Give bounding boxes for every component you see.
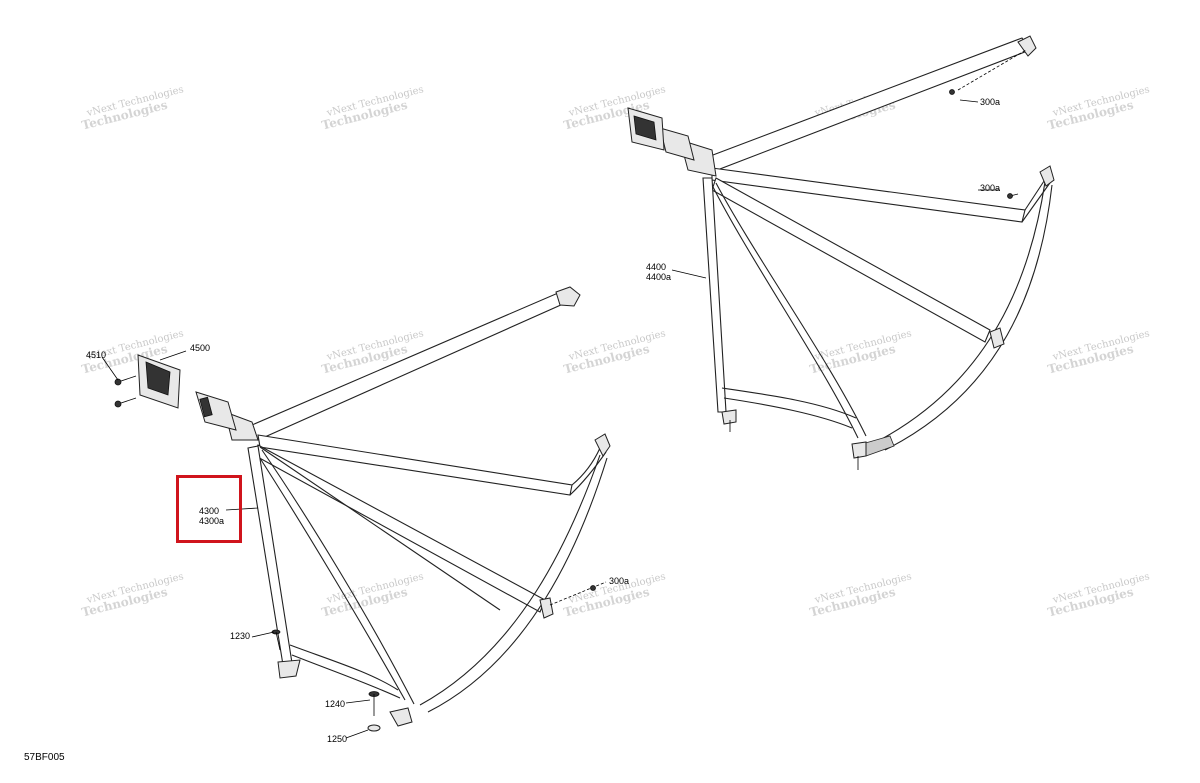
callout-leaders	[101, 99, 1000, 739]
buckle	[195, 391, 237, 431]
callout-4400[interactable]: 4400	[646, 262, 666, 272]
screw-4510-upper	[114, 375, 137, 386]
callout-4510[interactable]: 4510	[86, 350, 106, 360]
cross-strap	[257, 434, 573, 496]
callout-1230[interactable]: 1230	[230, 631, 250, 641]
callout-300a-left[interactable]: 300a	[609, 576, 629, 586]
buckle	[659, 127, 695, 161]
anchor-bottom	[851, 441, 867, 459]
shoulder-strap	[251, 289, 573, 441]
anchor-mid-right	[989, 327, 1005, 349]
right-harness-assembly	[627, 35, 1055, 470]
anchor-bottom-left	[277, 659, 301, 679]
bolt-1240	[368, 691, 380, 716]
callout-1250[interactable]: 1250	[327, 734, 347, 744]
anchor-bottom	[389, 707, 413, 727]
callout-4300[interactable]: 4300	[199, 506, 219, 516]
callout-1240[interactable]: 1240	[325, 699, 345, 709]
anchor-lower-right	[539, 597, 554, 619]
callout-300a-mid[interactable]: 300a	[980, 183, 1000, 193]
washer-1250	[367, 724, 381, 732]
lap-strap-left	[247, 445, 293, 666]
callout-300a-top[interactable]: 300a	[980, 97, 1000, 107]
lap-strap-left	[702, 177, 727, 413]
callout-4500[interactable]: 4500	[190, 343, 210, 353]
bolt-1230	[271, 629, 281, 651]
anchor-upper-right	[555, 286, 581, 307]
anchor-mid-right	[594, 433, 611, 457]
screw-300a-left	[549, 581, 607, 606]
anchor-top	[1017, 35, 1037, 57]
diagram-code: 57BF005	[24, 752, 65, 763]
callout-4400a[interactable]: 4400a	[646, 272, 671, 282]
callout-4300a[interactable]: 4300a	[199, 516, 224, 526]
screw-300a-top	[949, 49, 1027, 95]
callout-labels: 4510 4500 4300 4300a 1230 1240 1250 300a…	[86, 97, 1000, 744]
left-harness-assembly	[114, 286, 611, 732]
anchor-right	[1039, 165, 1055, 187]
diagonal-strap	[711, 177, 991, 343]
anchor-bottom-left	[721, 409, 737, 425]
screw-300a-mid	[1007, 193, 1019, 199]
highlight-box	[176, 475, 242, 543]
screw-4510-lower	[114, 397, 137, 408]
